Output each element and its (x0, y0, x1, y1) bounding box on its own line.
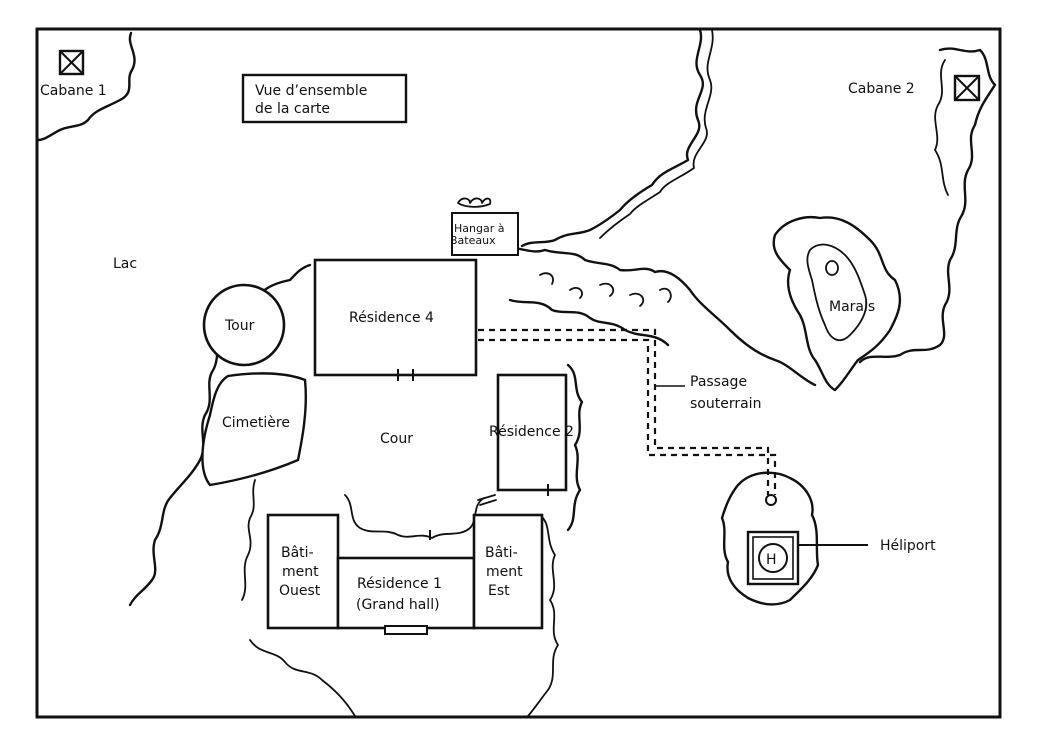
cabane2-label: Cabane 2 (848, 81, 915, 97)
title-line1: Vue d’ensemble (255, 83, 367, 99)
residence4-label: Résidence 4 (349, 310, 434, 326)
helipad-outer (746, 530, 800, 586)
coastline-northeast (858, 47, 997, 364)
coastline-northwest (36, 31, 136, 142)
cimetiere-label: Cimetière (222, 415, 290, 431)
title-box (241, 73, 408, 124)
shore-southbottom (249, 639, 356, 717)
shore-south-east (527, 514, 559, 717)
residence2-steps (477, 494, 497, 506)
residence1-label-line1: Résidence 1 (357, 576, 442, 592)
cabane1-label: Cabane 1 (40, 83, 107, 99)
hangar-label-line2: Bateaux (450, 234, 496, 247)
batiment-ouest-building (266, 513, 340, 630)
river-bank-north (503, 247, 817, 387)
tour-label: Tour (224, 318, 255, 334)
title-line2: de la carte (255, 101, 330, 117)
tour-building (202, 283, 286, 367)
helipad-circle (758, 543, 788, 573)
shore-south-cour (344, 494, 485, 539)
batiment-ouest-line3: Ouest (279, 583, 321, 599)
residence4-building (313, 258, 478, 377)
passage-souterrain-route (478, 328, 770, 495)
marais-pond (825, 260, 839, 276)
heliport-label: Héliport (880, 538, 936, 554)
hangar-building (451, 212, 519, 256)
boat-icon (457, 197, 492, 208)
hangar-label-line1: Hangar à (454, 222, 504, 235)
helipad-inner (752, 536, 794, 580)
cimetiere-area (201, 372, 308, 487)
batiment-est-line1: Bâti- (485, 545, 518, 561)
helipad-letter: H (766, 552, 777, 568)
passage-souterrain-route-2 (478, 338, 777, 495)
residence1-label-line2: (Grand hall) (356, 597, 440, 613)
marais-outline (772, 216, 902, 392)
residence2-building (496, 373, 568, 492)
coastline-northeast-inner (934, 59, 949, 196)
residence1-entrance (384, 625, 428, 635)
cour-label: Cour (380, 431, 413, 447)
cabane2-marker (953, 74, 981, 102)
shore-southwest (241, 479, 256, 601)
residence1-building (336, 556, 476, 630)
lac-label: Lac (113, 256, 137, 272)
batiment-ouest-line1: Bâti- (281, 545, 314, 561)
passage-label-line1: Passage (690, 374, 747, 390)
batiment-est-line3: Est (488, 583, 510, 599)
passage-label-line2: souterrain (690, 396, 761, 412)
residence2-label: Résidence 2 (489, 424, 574, 440)
batiment-est-building (472, 513, 544, 630)
river-swirls (539, 272, 672, 307)
shore-west (128, 263, 312, 607)
batiment-ouest-line2: ment (282, 564, 319, 580)
passage-exit-marker (765, 494, 777, 506)
map-frame (35, 27, 1002, 719)
marais-label: Marais (829, 299, 875, 315)
cabane1-marker (58, 49, 85, 76)
coastline-east (520, 28, 704, 248)
heliport-island (720, 471, 820, 606)
coastline-east-inner (599, 29, 714, 239)
river-bank-south (508, 298, 670, 347)
marais-inner (806, 243, 868, 342)
shore-east-of-residence2 (566, 363, 584, 532)
batiment-est-line2: ment (486, 564, 523, 580)
